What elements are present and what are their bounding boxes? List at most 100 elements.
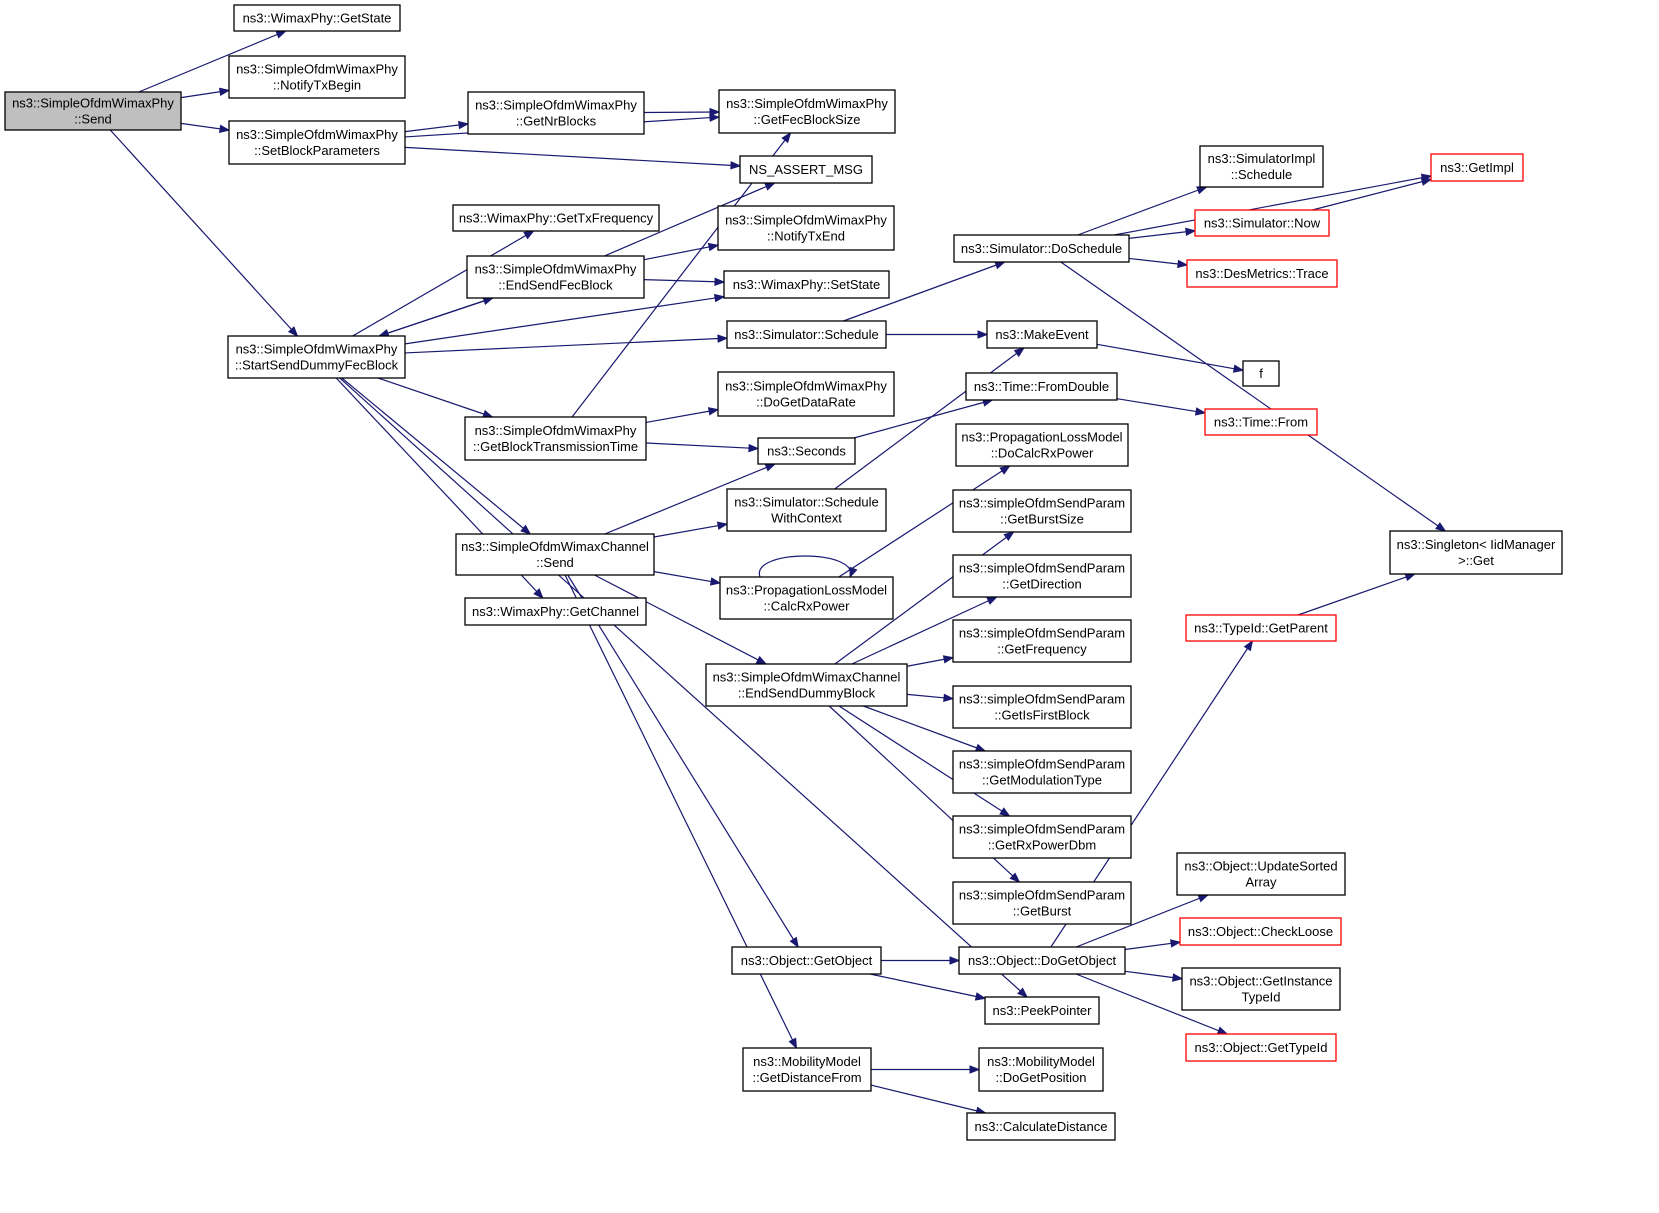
node-label: ::GetNrBlocks [516,114,597,129]
node-simimplschedule[interactable]: ns3::SimulatorImpl::Schedule [1199,145,1324,188]
edge-doschedule-to-singletonget [1060,261,1446,532]
arrowhead-getstate [275,30,287,39]
node-label: ::StartSendDummyFecBlock [235,358,399,373]
node-label: ::Send [536,555,574,570]
node-getrxpowerdbm[interactable]: ns3::simpleOfdmSendParam::GetRxPowerDbm [952,815,1132,859]
node-box [952,881,1132,925]
node-getstate[interactable]: ns3::WimaxPhy::GetState [233,4,401,32]
node-getimpl[interactable]: ns3::GetImpl [1430,153,1524,182]
node-getobject[interactable]: ns3::Object::GetObject [731,946,882,975]
node-getchannel[interactable]: ns3::WimaxPhy::GetChannel [464,597,647,626]
node-chansend[interactable]: ns3::SimpleOfdmWimaxChannel::Send [455,533,655,576]
node-getparent[interactable]: ns3::TypeId::GetParent [1185,614,1337,642]
node-send_phy[interactable]: ns3::SimpleOfdmWimaxPhy::Send [4,91,182,131]
node-label: NS_ASSERT_MSG [749,162,863,177]
node-startsenddummy[interactable]: ns3::SimpleOfdmWimaxPhy::StartSendDummyF… [227,335,406,379]
node-dogetobject[interactable]: ns3::Object::DoGetObject [958,946,1126,975]
node-fromdouble[interactable]: ns3::Time::FromDouble [965,372,1118,401]
node-notifytxbegin[interactable]: ns3::SimpleOfdmWimaxPhy::NotifyTxBegin [228,55,406,99]
node-f[interactable]: f [1242,360,1280,387]
node-timefrom[interactable]: ns3::Time::From [1204,408,1318,436]
node-calcdistance[interactable]: ns3::CalculateDistance [966,1112,1116,1141]
node-peekpointer[interactable]: ns3::PeekPointer [984,996,1100,1025]
node-nsassert[interactable]: NS_ASSERT_MSG [739,155,873,184]
node-setstate[interactable]: ns3::WimaxPhy::SetState [723,270,890,299]
node-label: ns3::Object::UpdateSorted [1184,859,1337,874]
node-seconds[interactable]: ns3::Seconds [757,437,856,465]
node-box [718,89,896,134]
node-makeevent[interactable]: ns3::MakeEvent [986,320,1098,349]
node-calcrxpower[interactable]: ns3::PropagationLossModel::CalcRxPower [719,576,894,620]
node-getisfirst[interactable]: ns3::simpleOfdmSendParam::GetIsFirstBloc… [952,685,1132,729]
arrowhead-getfrequency [942,655,955,664]
node-getdirection[interactable]: ns3::simpleOfdmSendParam::GetDirection [952,554,1132,598]
node-setblockparams[interactable]: ns3::SimpleOfdmWimaxPhy::SetBlockParamet… [228,120,406,165]
node-label: ns3::simpleOfdmSendParam [959,692,1125,707]
node-box [719,576,894,620]
node-notifytxend[interactable]: ns3::SimpleOfdmWimaxPhy::NotifyTxEnd [717,205,895,251]
node-label: ns3::Object::GetObject [741,953,873,968]
node-getnrblocks[interactable]: ns3::SimpleOfdmWimaxPhy::GetNrBlocks [467,91,645,135]
node-box [731,946,882,975]
node-getmodtype[interactable]: ns3::simpleOfdmSendParam::GetModulationT… [952,750,1132,794]
node-box [1181,967,1341,1011]
edge-fromdouble-to-timefrom [1116,398,1206,414]
arrowhead-peekpointer [974,992,987,1001]
node-label: ::DoGetDataRate [756,395,856,410]
arrowhead-simschedule [717,334,729,343]
edge-send_phy-to-startsenddummy [109,129,298,337]
node-getdatarate[interactable]: ns3::SimpleOfdmWimaxPhy::DoGetDataRate [717,371,895,417]
node-getfrequency[interactable]: ns3::simpleOfdmSendParam::GetFrequency [952,619,1132,663]
node-getburstsize[interactable]: ns3::simpleOfdmSendParam::GetBurstSize [952,489,1132,533]
node-simschedule[interactable]: ns3::Simulator::Schedule [726,320,887,349]
node-box [4,91,182,131]
node-label: ns3::SimpleOfdmWimaxPhy [12,96,174,111]
node-getfecblocksize[interactable]: ns3::SimpleOfdmWimaxPhy::GetFecBlockSize [718,89,896,134]
node-singletonget[interactable]: ns3::Singleton< IidManager >::Get [1389,530,1563,575]
node-getdistfrom[interactable]: ns3::MobilityModel::GetDistanceFrom [742,1047,872,1092]
node-doschedule[interactable]: ns3::Simulator::DoSchedule [953,234,1130,263]
call-edges [109,30,1447,1115]
node-checkloose[interactable]: ns3::Object::CheckLoose [1179,917,1342,946]
node-box [1242,360,1280,387]
node-endsenddummy[interactable]: ns3::SimpleOfdmWimaxChannel::EndSendDumm… [705,663,908,707]
node-box [978,1047,1104,1092]
node-label: ns3::WimaxPhy::SetState [733,277,880,292]
node-gettypeid[interactable]: ns3::Object::GetTypeId [1185,1033,1337,1062]
node-endsendfec[interactable]: ns3::SimpleOfdmWimaxPhy::EndSendFecBlock [466,255,645,299]
node-box [958,946,1126,975]
node-label: ns3::PropagationLossModel [961,430,1122,445]
node-simnow[interactable]: ns3::Simulator::Now [1194,209,1330,237]
node-label: ns3::MakeEvent [995,327,1089,342]
node-box [739,155,873,184]
node-docalcrxpower[interactable]: ns3::PropagationLossModel::DoCalcRxPower [955,423,1129,467]
node-getburst[interactable]: ns3::simpleOfdmSendParam::GetBurst [952,881,1132,925]
node-label: f [1259,366,1263,381]
edge-endsendfec-to-setstate [643,279,725,283]
node-gettxfreq[interactable]: ns3::WimaxPhy::GetTxFrequency [452,204,660,232]
edge-seconds-to-fromdouble [853,399,993,439]
node-box [452,204,660,232]
node-label: ns3::CalculateDistance [975,1119,1108,1134]
edge-startsenddummy-to-peekpointer [339,377,1028,998]
arrowhead-getmodtype [974,743,987,752]
edge-chansend-to-seconds [604,463,776,535]
node-desmetrics[interactable]: ns3::DesMetrics::Trace [1186,259,1338,288]
node-label: ns3::Seconds [767,444,846,459]
arrowhead-setstate [713,293,726,303]
node-label: ns3::SimpleOfdmWimaxPhy [236,62,398,77]
node-box [1199,145,1324,188]
node-label: ns3::DesMetrics::Trace [1195,266,1328,281]
node-label: ns3::simpleOfdmSendParam [959,822,1125,837]
node-dogetposition[interactable]: ns3::MobilityModel::DoGetPosition [978,1047,1104,1092]
arrowhead-getburst [1009,872,1021,883]
node-box [227,335,406,379]
node-label: ns3::Object::CheckLoose [1188,924,1333,939]
node-label: ns3::Object::DoGetObject [968,953,1117,968]
node-getblocktxtime[interactable]: ns3::SimpleOfdmWimaxPhy::GetBlockTransmi… [464,416,647,461]
node-label: ns3::Time::From [1214,415,1308,430]
